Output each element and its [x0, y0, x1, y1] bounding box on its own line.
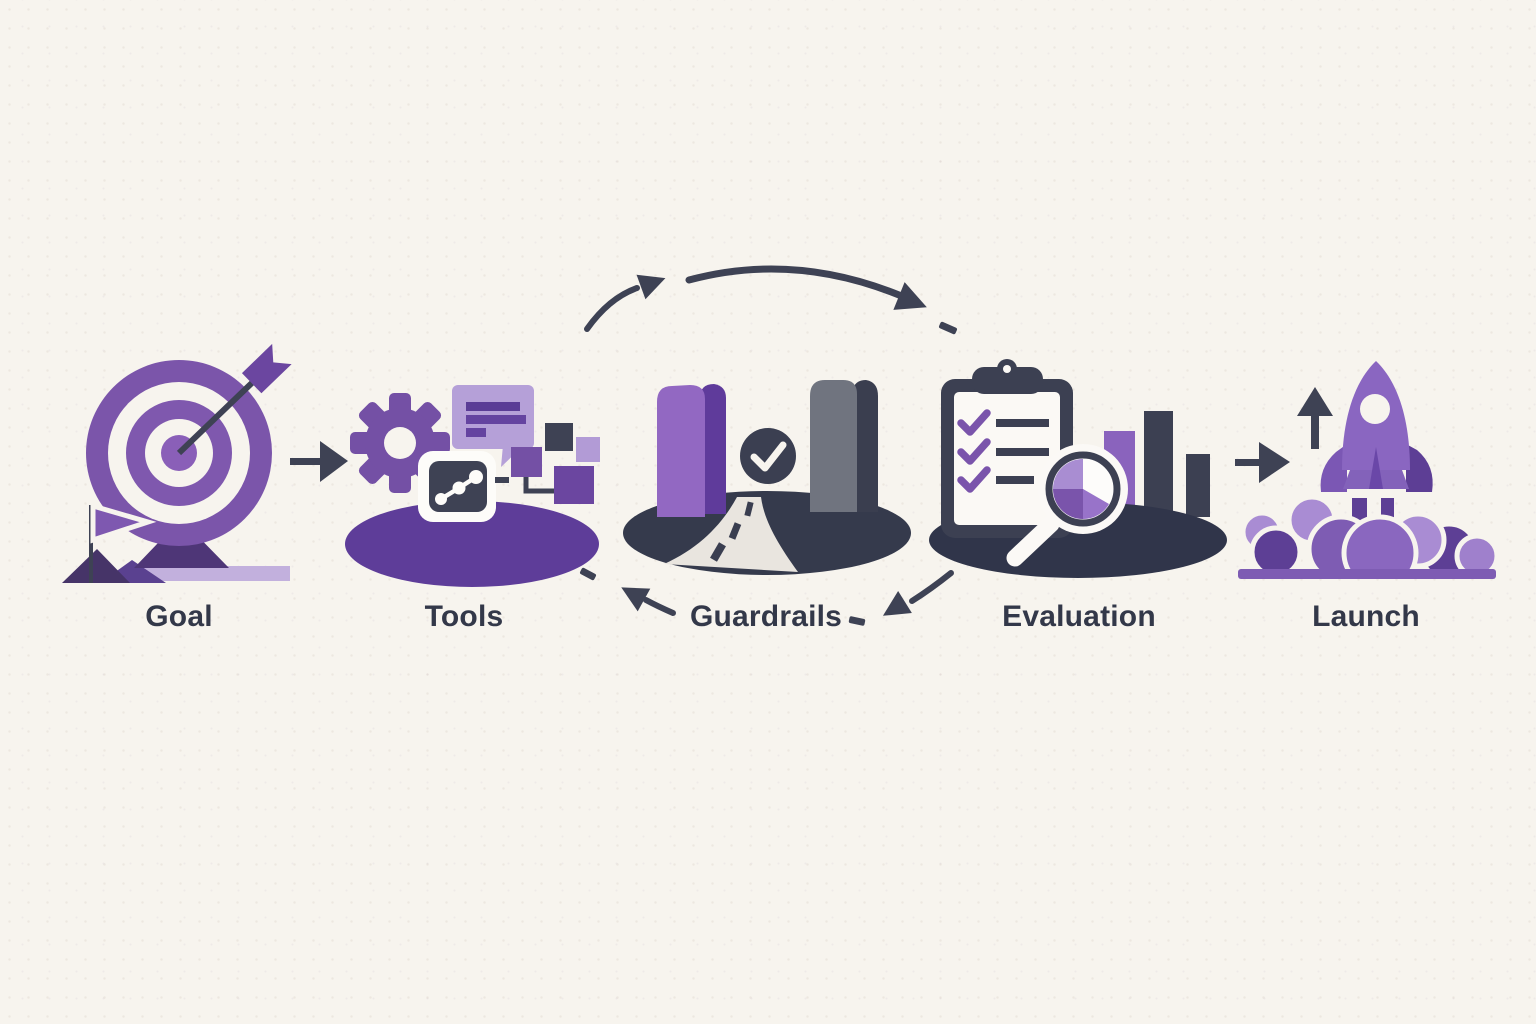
arrow-evaluation-to-launch — [1235, 442, 1290, 483]
stage-label-tools: Tools — [424, 600, 504, 633]
smoke-clouds — [1240, 494, 1500, 574]
up-arrow-icon — [1297, 387, 1333, 449]
rocket-launch-icon — [1238, 361, 1500, 579]
rocket-window — [1360, 394, 1390, 424]
tools-base-ellipse — [345, 501, 599, 587]
document-bubble-icon — [452, 385, 534, 467]
pillars-road-checkmark-icon — [623, 380, 911, 575]
trend-chart-tile-icon — [418, 451, 509, 522]
magnifier-pie-icon — [1006, 444, 1128, 567]
right-pillar — [810, 380, 878, 512]
arrow-tools-to-guardrails — [584, 274, 666, 332]
arrow-goal-to-tools — [290, 441, 348, 482]
stage-label-launch: Launch — [1312, 600, 1420, 633]
stage-label-evaluation: Evaluation — [1002, 600, 1156, 633]
arrow-guardrails-to-evaluation — [685, 265, 958, 335]
arrow-evaluation-back-to-guardrails — [848, 570, 954, 626]
road-icon — [664, 497, 798, 572]
checkmark-badge-icon — [740, 428, 796, 484]
flowchart-nodes-icon — [511, 423, 600, 504]
rocket-icon — [1320, 361, 1433, 534]
target-arrow-flag-icon — [62, 343, 292, 583]
clipboard-checklist-magnifier-barchart-icon — [929, 359, 1227, 578]
arrow-guardrails-back-to-tools — [579, 567, 676, 616]
gear-flowchart-chart-icon — [345, 385, 600, 587]
stage-label-goal: Goal — [145, 600, 213, 633]
left-pillar — [657, 384, 726, 517]
arrow-fletching — [241, 343, 292, 394]
ground-line — [1238, 569, 1496, 579]
stage-label-guardrails: Guardrails — [689, 600, 843, 633]
